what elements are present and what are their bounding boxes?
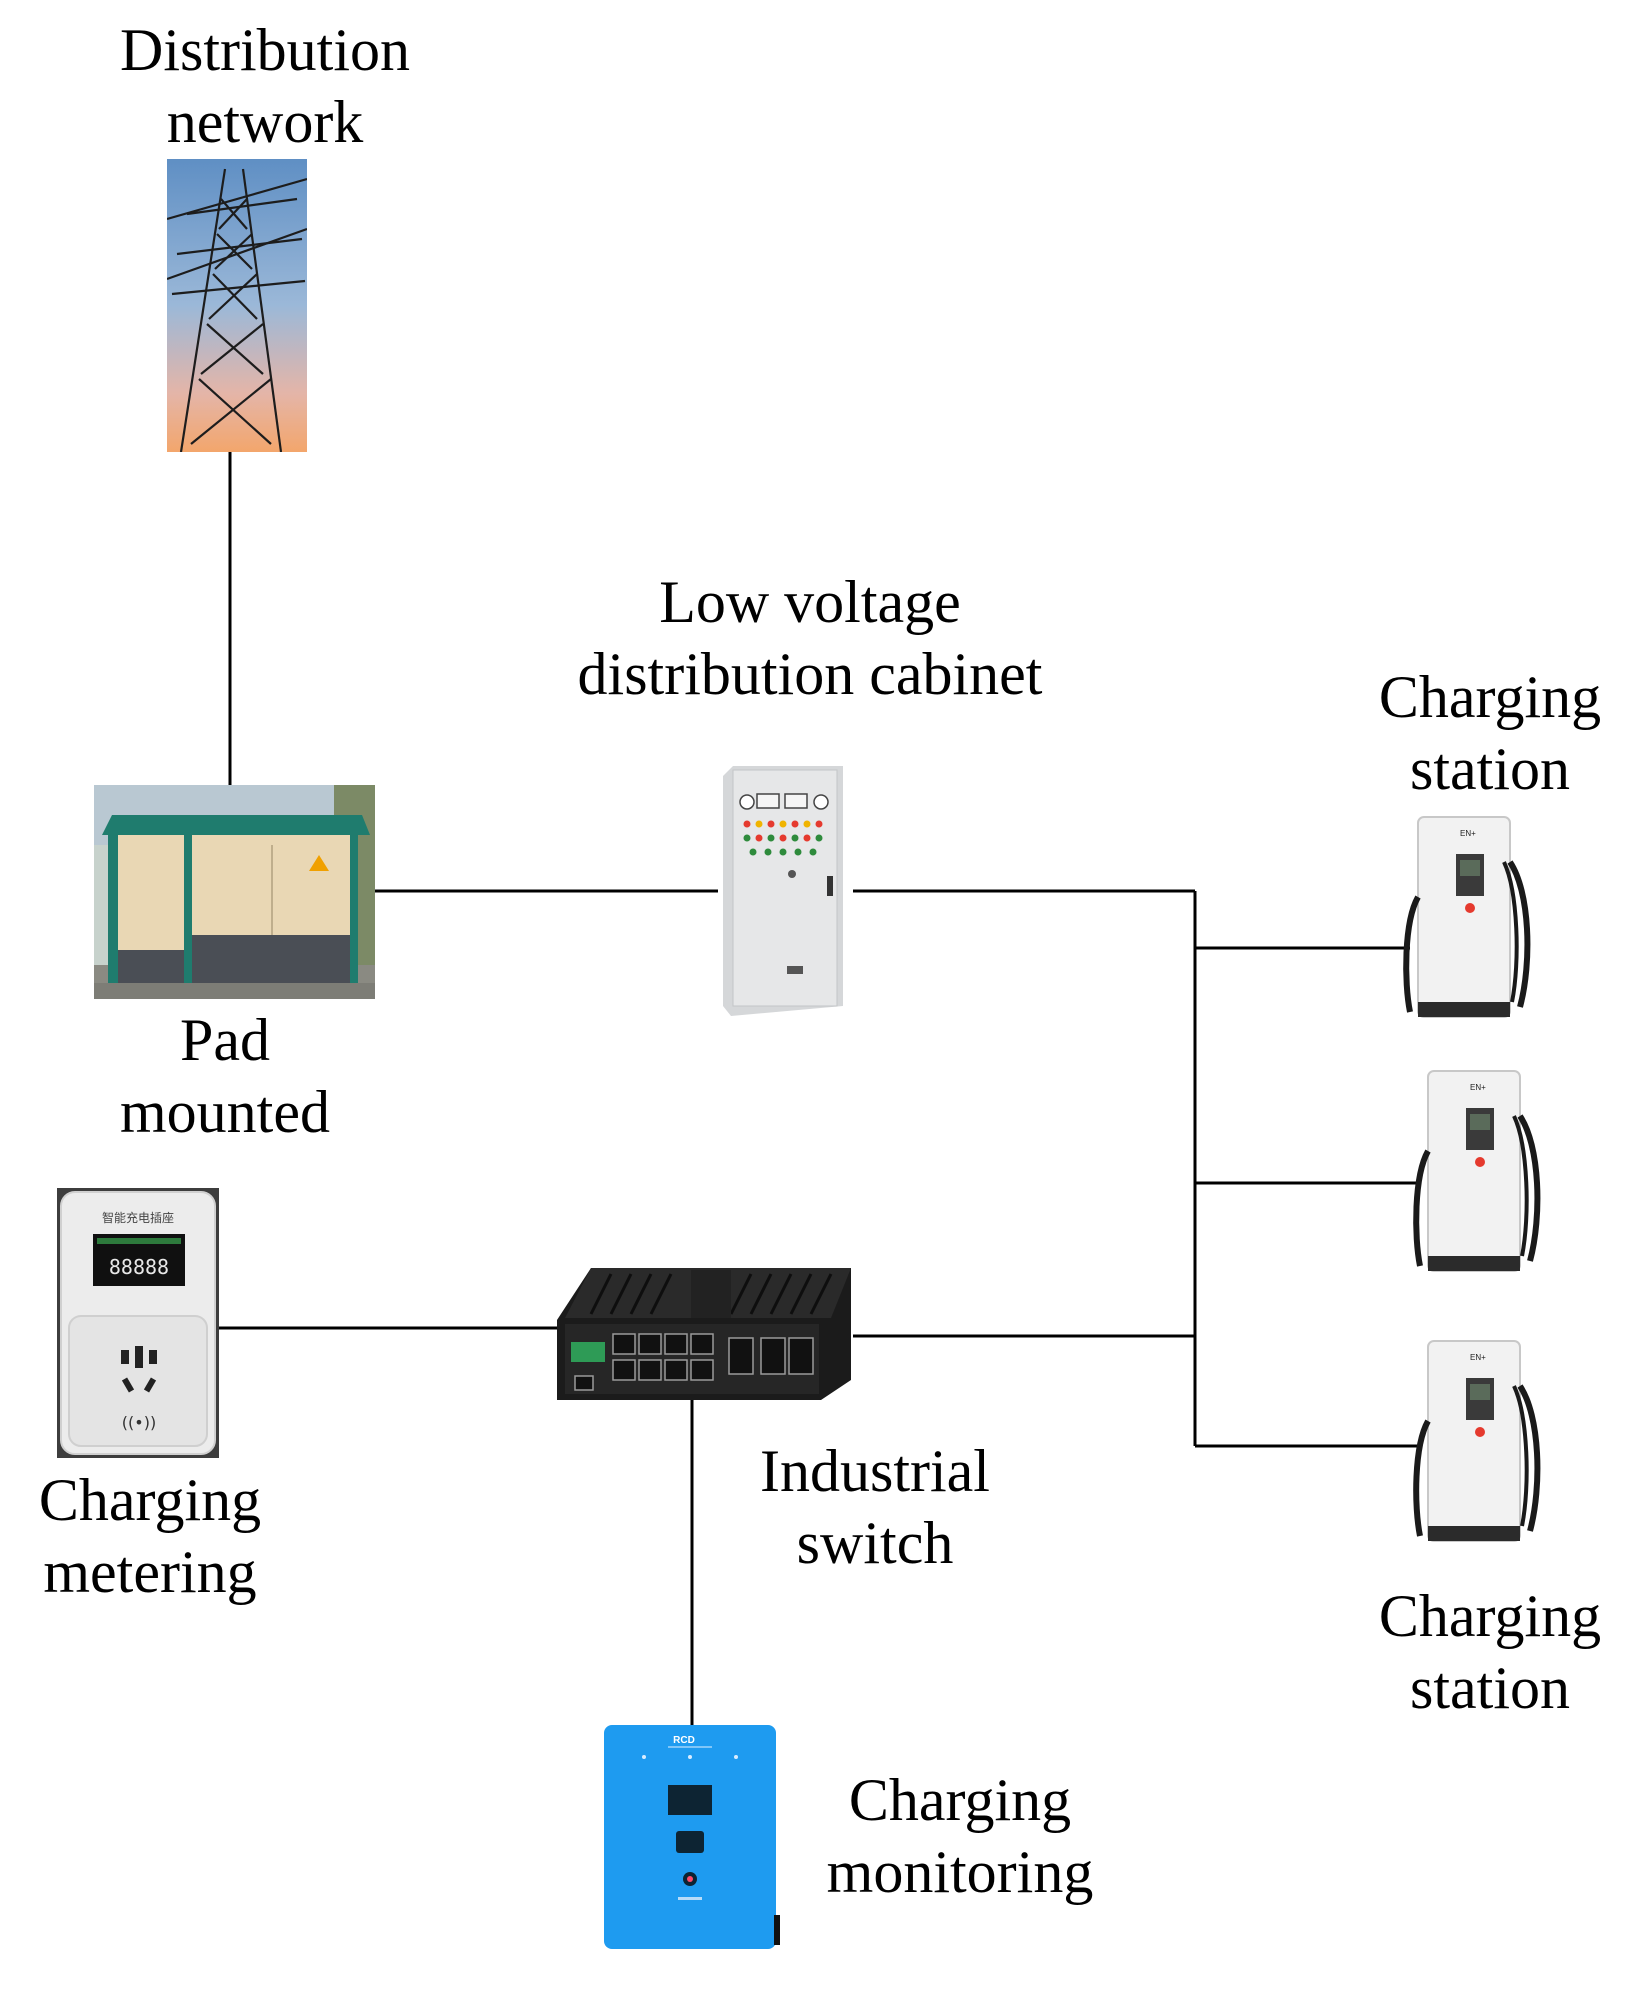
industrial-switch-label: Industrial switch	[760, 1438, 990, 1576]
ev-charger-icon: EN+	[1413, 1070, 1541, 1272]
socket-header-text: 智能充电插座	[102, 1210, 174, 1225]
transmission-tower-icon	[167, 159, 307, 452]
pad-mounted-label: Pad mounted	[120, 1007, 330, 1145]
charger-brand-text: EN+	[1460, 829, 1476, 838]
wall-charger-monitor-icon: RCD	[604, 1725, 780, 1949]
pad-mounted-transformer-icon	[94, 785, 375, 999]
svg-text:((•)): ((•))	[122, 1413, 156, 1432]
smart-socket-meter-icon: 智能充电插座 88888 ((•))	[57, 1188, 219, 1458]
distribution-network-label: Distribution network	[119, 17, 410, 155]
charging-station-label-top: Charging station	[1378, 664, 1602, 802]
charger-brand-text: EN+	[1470, 1083, 1486, 1092]
distribution-cabinet-icon	[723, 766, 843, 1016]
low-voltage-cabinet-label: Low voltage distribution cabinet	[577, 569, 1043, 707]
charging-metering-label: Charging metering	[38, 1467, 262, 1605]
charger-brand-text: EN+	[1470, 1353, 1486, 1362]
ev-charger-icon: EN+	[1403, 816, 1531, 1018]
ethernet-switch-icon	[557, 1268, 851, 1400]
monitor-brand-text: RCD	[673, 1735, 695, 1746]
ev-charger-icon: EN+	[1413, 1340, 1541, 1542]
charging-station-label-bottom: Charging station	[1378, 1583, 1602, 1721]
charging-monitoring-label: Charging monitoring	[826, 1767, 1094, 1905]
socket-display-text: 88888	[109, 1255, 169, 1279]
